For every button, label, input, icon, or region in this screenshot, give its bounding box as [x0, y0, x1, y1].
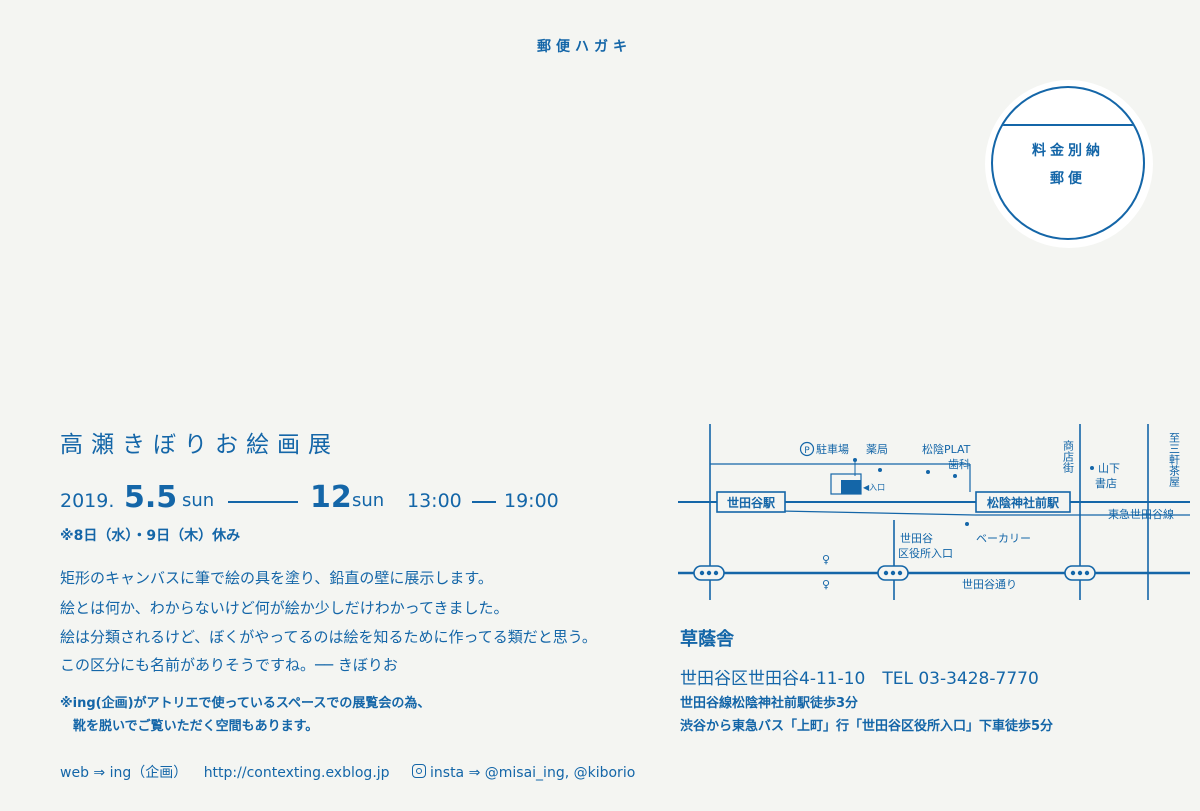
bakery-label: ベーカリー — [976, 532, 1031, 545]
time-dash — [472, 501, 496, 503]
bookstore-label: 書店 — [1095, 476, 1117, 490]
start-day: sun — [182, 490, 215, 511]
sancha-label: 至三軒茶屋 — [1168, 432, 1181, 488]
parking-icon — [799, 441, 815, 457]
stamp-line-2: 郵便 — [1050, 171, 1086, 187]
station-left-label: 世田谷駅 — [727, 495, 776, 510]
venue-building — [841, 480, 861, 494]
venue-name: 草蔭舎 — [680, 629, 734, 650]
start-date: 5.5 — [124, 480, 178, 515]
bus-stop-left — [693, 565, 725, 581]
note-line-1: ※ing(企画)がアトリエで使っているスペースでの展覧会の為、 — [60, 696, 431, 711]
plat-dot — [926, 470, 930, 474]
stamp-line-1: 料金別納 — [1032, 143, 1104, 159]
venue-address: 世田谷区世田谷4-11-10 TEL 03-3428-7770 — [680, 669, 1039, 689]
bakery-dot — [965, 522, 969, 526]
date-dash — [228, 501, 298, 503]
venue-access-2: 渋谷から東急バス「上町」行「世田谷区役所入口」下車徒歩5分 — [680, 719, 1054, 734]
access-map: 世田谷駅 松陰神社前駅 P 駐車場 薬局 松陰PLAT 歯科 ◀入口 商店街 山… — [678, 424, 1190, 600]
station-right-label: 松陰神社前駅 — [987, 495, 1060, 510]
time-start: 13:00 — [407, 490, 462, 512]
bus-stop-name-2: 区役所入口 — [898, 546, 953, 560]
female-mark-top: ♀ — [822, 553, 830, 566]
bookstore-dot — [1090, 466, 1094, 470]
year: 2019. — [60, 490, 115, 512]
end-date: 12 — [310, 480, 352, 515]
plat-label: 松陰PLAT — [922, 442, 971, 456]
closed-days: ※8日（水）・9日（木）休み — [60, 528, 241, 544]
body-line-3: 絵は分類されるけど、ぼくがやってるのは絵を知るために作ってる類だと思う。 — [60, 628, 597, 646]
end-day: sun — [352, 490, 385, 511]
stamp-divider — [993, 124, 1143, 126]
road-label: 世田谷通り — [962, 578, 1017, 591]
bus-stop-name-1: 世田谷 — [900, 532, 933, 545]
shopping-street-label: 商店街 — [1062, 439, 1075, 474]
bus-stop-right — [1064, 565, 1096, 581]
postcard-header: 郵便ハガキ — [537, 39, 632, 55]
parking-label: 駐車場 — [816, 442, 849, 456]
parking-mark: P — [804, 446, 810, 456]
postage-stamp: 料金別納 郵便 — [985, 80, 1153, 248]
line-name-label: 東急世田谷線 — [1108, 507, 1174, 521]
body-line-2: 絵とは何か、わからないけど何が絵か少しだけわかってきました。 — [60, 599, 509, 617]
yamashita-label: 山下 — [1098, 462, 1120, 475]
exhibition-title: 高瀬きぼりお絵画展 — [60, 432, 339, 458]
side-road — [779, 510, 976, 516]
female-mark-bottom: ♀ — [822, 578, 830, 591]
body-line-4: この区分にも名前がありそうですね。── きぼりお — [60, 656, 398, 674]
entrance-label: ◀入口 — [863, 483, 885, 492]
instagram-icon — [412, 764, 427, 778]
station-left-box — [716, 491, 786, 513]
pharmacy-label: 薬局 — [866, 443, 888, 456]
insta-handles[interactable]: insta ⇒ @misai_ing, @kiborio — [430, 765, 636, 781]
dentist-dot — [953, 474, 957, 478]
station-right-box — [975, 491, 1071, 513]
postage-circle: 料金別納 郵便 — [991, 86, 1145, 240]
time-end: 19:00 — [504, 490, 559, 512]
footer-links: web ⇒ ing（企画） http://contexting.exblog.j… — [60, 762, 635, 782]
note-line-2: 靴を脱いでご覧いただく空間もあります。 — [60, 719, 319, 734]
venue-access-1: 世田谷線松陰神社前駅徒歩3分 — [680, 696, 859, 711]
pharmacy-dot — [878, 468, 882, 472]
web-label: web ⇒ ing（企画） — [60, 765, 188, 781]
web-url[interactable]: http://contexting.exblog.jp — [203, 765, 390, 781]
dentist-label: 歯科 — [948, 457, 970, 471]
body-line-1: 矩形のキャンバスに筆で絵の具を塗り、鉛直の壁に展示します。 — [60, 569, 493, 587]
bus-stop-middle — [877, 565, 909, 581]
